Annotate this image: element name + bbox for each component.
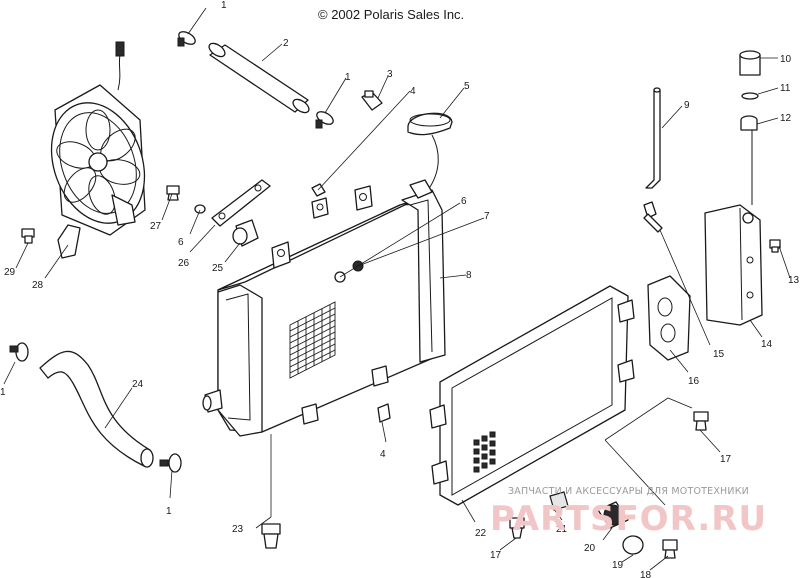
callout-1: 1	[0, 387, 6, 398]
hose-upper-2	[208, 42, 310, 114]
callout-3: 3	[387, 69, 393, 80]
leader-lines	[3, 7, 791, 571]
callout-20: 20	[584, 543, 596, 554]
overflow-tube-9	[645, 87, 661, 189]
callout-24: 24	[132, 379, 144, 390]
callout-6: 6	[178, 237, 184, 248]
reservoir-cap-10	[739, 50, 761, 76]
callout-1: 1	[166, 506, 172, 517]
copyright-text: © 2002 Polaris Sales Inc.	[318, 7, 464, 22]
shroud-mesh	[473, 431, 496, 473]
callout-6: 6	[461, 196, 467, 207]
hose-clamp-1-mid	[315, 111, 334, 129]
callout-2: 2	[283, 38, 289, 49]
fan-assembly	[50, 41, 146, 259]
watermark: ЗАПЧАСТИ И АКСЕССУАРЫ ДЛЯ МОТОТЕХНИКИ PA…	[490, 486, 767, 539]
hose-clamp-1-top	[177, 31, 196, 47]
callout-5: 5	[464, 81, 470, 92]
callout-21: 21	[556, 524, 568, 535]
bolt-17-bottom	[509, 517, 525, 539]
o-ring-11	[741, 92, 759, 100]
callout-15: 15	[713, 349, 725, 360]
bracket-strip-26	[211, 179, 271, 227]
callout-10: 10	[780, 54, 792, 65]
bolt-29	[21, 228, 35, 244]
callout-22: 22	[475, 528, 487, 539]
callout-27: 27	[150, 221, 162, 232]
radiator-cap-5	[407, 112, 453, 191]
hose-clamp-1-bottom	[159, 453, 182, 473]
callout-1: 1	[345, 72, 351, 83]
watermark-logo: PARTSFOR.RU	[490, 499, 767, 539]
callout-4: 4	[410, 86, 416, 97]
callout-17: 17	[720, 454, 732, 465]
watermark-tagline: ЗАПЧАСТИ И АКСЕССУАРЫ ДЛЯ МОТОТЕХНИКИ	[508, 486, 749, 497]
fitting-3	[361, 90, 383, 111]
callout-29: 29	[4, 267, 16, 278]
callout-16: 16	[688, 376, 700, 387]
callout-18: 18	[640, 570, 652, 578]
callout-12: 12	[780, 113, 792, 124]
callout-11: 11	[780, 83, 791, 94]
callout-7: 7	[484, 211, 490, 222]
bolt-13	[769, 239, 781, 253]
bolt-17-right	[693, 411, 709, 431]
bolt-27	[166, 185, 180, 201]
callout-9: 9	[684, 100, 690, 111]
drain-plug-23	[261, 523, 281, 549]
grommet-25	[232, 219, 259, 247]
bolt-18	[662, 539, 678, 559]
bracket-plate-16	[647, 275, 691, 361]
callout-26: 26	[178, 258, 190, 269]
callout-28: 28	[32, 280, 44, 291]
callout-19: 19	[612, 560, 624, 571]
callout-23: 23	[232, 524, 244, 535]
callout-14: 14	[761, 339, 773, 350]
washer-19	[622, 535, 644, 555]
grommet-21	[549, 491, 569, 511]
callout-13: 13	[788, 275, 800, 286]
callout-4: 4	[380, 449, 386, 460]
callout-1: 1	[221, 0, 227, 11]
hose-clamp-1-left	[9, 342, 29, 362]
radiator-core	[202, 179, 446, 437]
radiator-grille	[289, 301, 336, 379]
washer-6	[194, 204, 206, 214]
callout-25: 25	[212, 263, 224, 274]
elbow-fitting-15	[643, 201, 663, 233]
coolant-reservoir-14	[704, 204, 763, 326]
bushing-20	[597, 501, 629, 529]
clip-4-bottom	[377, 403, 391, 423]
callout-17: 17	[490, 550, 502, 561]
callout-8: 8	[466, 270, 472, 281]
shroud-22	[429, 285, 635, 506]
filler-neck-12	[740, 115, 758, 131]
hose-lower-24	[39, 350, 154, 468]
